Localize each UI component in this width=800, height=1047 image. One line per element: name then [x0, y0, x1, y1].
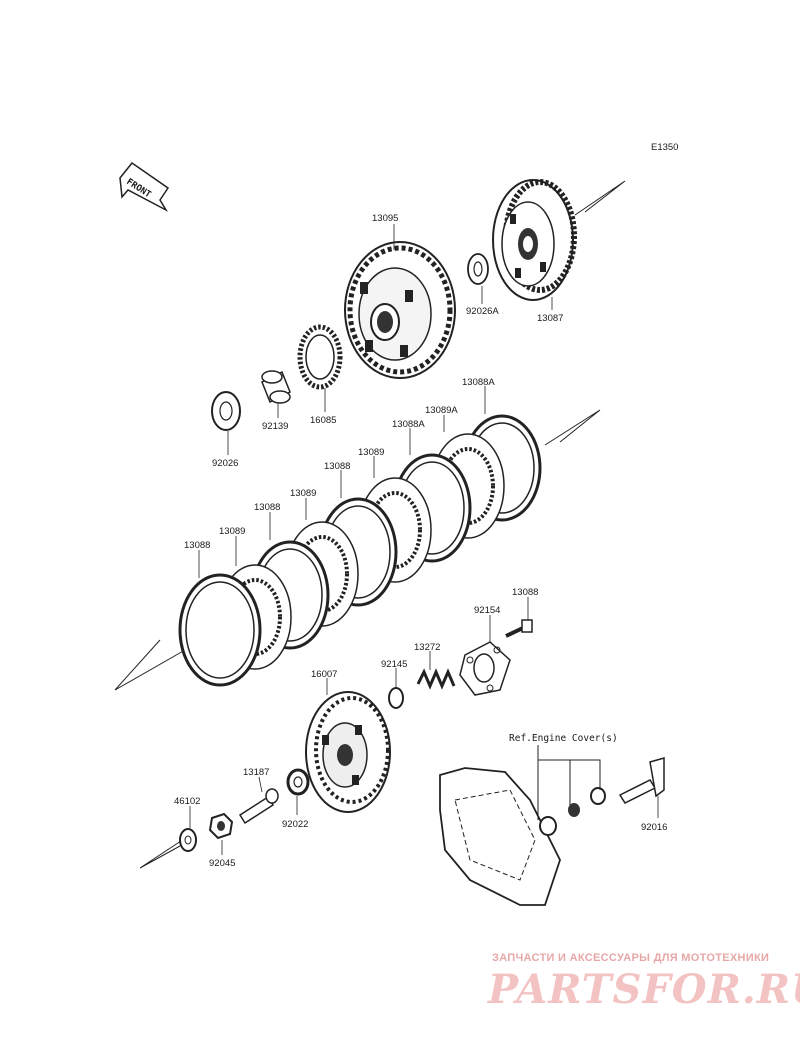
part-label-13088-4: 13088: [324, 461, 350, 472]
part-label-13089-4: 13089: [358, 447, 384, 458]
push-rod-46102: [238, 788, 279, 825]
part-label-13088A-upper: 13088A: [462, 377, 495, 388]
part-label-13187: 16007: [311, 669, 337, 680]
ring-16007: [388, 687, 404, 709]
part-labels: 13095 13087 92026A 16085 92139 92026 130…: [174, 213, 667, 869]
washer-92026: [211, 391, 241, 431]
axis-lines: [114, 180, 626, 869]
clutch-housing-13087: [492, 179, 577, 301]
part-label-92026: 92026: [212, 458, 238, 469]
part-label-13089-2: 13089: [219, 526, 245, 537]
collar-92139: [261, 370, 291, 404]
part-label-46102: 13187: [243, 767, 269, 778]
part-label-13087: 13087: [537, 313, 563, 324]
part-label-92026A: 92026A: [466, 306, 499, 317]
friction-plate-13088-1: [178, 573, 262, 687]
part-label-13088-3: 13088: [254, 502, 280, 513]
bearing-92045: [286, 768, 310, 796]
diagram-code: E1350: [651, 142, 678, 153]
watermark-tagline: ЗАПЧАСТИ И АКСЕССУАРЫ ДЛЯ МОТОТЕХНИКИ: [492, 952, 770, 964]
washer-92022: [179, 828, 197, 852]
clutch-hub-13095: [344, 241, 456, 379]
pressure-plate-13187: [305, 691, 391, 813]
part-label-92145: 13272: [414, 642, 440, 653]
part-label-92139: 92139: [262, 421, 288, 432]
part-label-92016: 92045: [209, 858, 235, 869]
part-label-13089A: 13089A: [425, 405, 458, 416]
part-label-92045: 92022: [282, 819, 308, 830]
part-label-92022: 46102: [174, 796, 200, 807]
watermark-logo: PARTSFOR.RU: [488, 966, 800, 1013]
part-label-92154: 13088: [512, 587, 538, 598]
part-label-16085: 16085: [310, 415, 336, 426]
part-label-13272: 92154: [474, 605, 500, 616]
part-label-13088-1: 13088: [184, 540, 210, 551]
part-label-13102: 92016: [641, 822, 667, 833]
ref-engine-cover-note: Ref.Engine Cover(s): [509, 733, 618, 744]
front-arrow-icon: FRONT: [119, 161, 170, 212]
spring-92145: [416, 668, 456, 690]
bolt-92154: [505, 619, 533, 638]
part-label-16007: 92145: [381, 659, 407, 670]
engine-cover-reference: [439, 745, 665, 906]
nut-92016: [208, 812, 234, 840]
part-label-13095: 13095: [372, 213, 398, 224]
clutch-plate-stack: [178, 414, 542, 687]
washer-92026A: [467, 253, 489, 285]
leader-lines: [189, 224, 659, 855]
plate-13272: [459, 641, 511, 696]
part-label-13088A-lower: 13088A: [392, 419, 425, 430]
gear-16085: [297, 324, 343, 390]
part-label-13089-3: 13089: [290, 488, 316, 499]
